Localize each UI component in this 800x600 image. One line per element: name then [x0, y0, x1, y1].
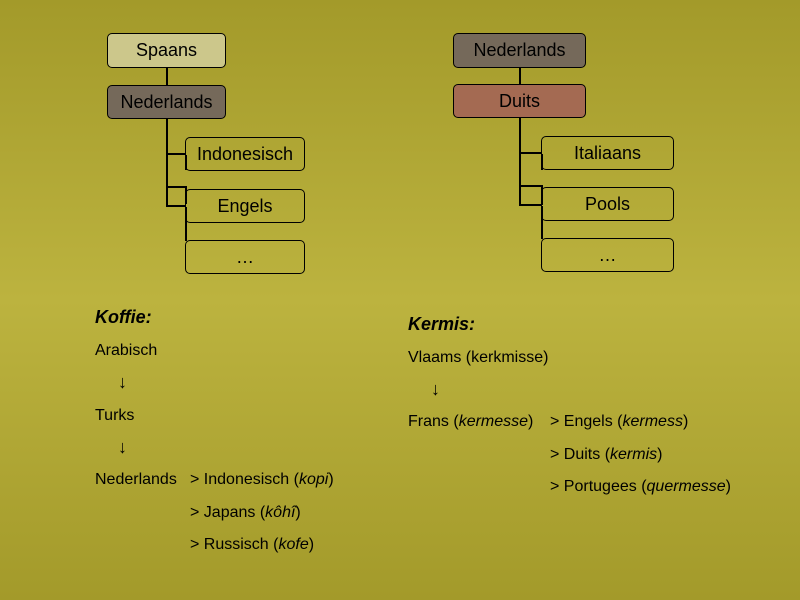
connector: [166, 68, 168, 86]
koffie-step-arabisch: Arabisch: [95, 342, 158, 359]
paren: (: [273, 536, 279, 553]
connector: [541, 206, 543, 239]
paren: (: [617, 413, 623, 430]
down-arrow-icon: ↓: [118, 437, 127, 457]
paren: ): [328, 471, 334, 488]
word: kermis: [610, 446, 658, 463]
word: kôhî: [265, 504, 296, 521]
tree-child-box: Italiaans: [541, 136, 674, 170]
kermis-heading: Kermis:: [408, 314, 476, 334]
kermis-step-frans: Frans (kermesse): [408, 413, 533, 431]
lang: Russisch: [203, 536, 269, 553]
lang: Japans: [203, 504, 256, 521]
connector: [519, 118, 521, 206]
lang: Duits: [563, 446, 601, 463]
word: kopi: [298, 471, 329, 488]
tree-child-box: …: [185, 240, 305, 274]
tree-child-box: Pools: [541, 187, 674, 221]
tree-root-box: Spaans: [107, 33, 226, 68]
down-arrow-icon: ↓: [118, 372, 127, 392]
koffie-step-turks: Turks: [95, 407, 135, 424]
connector: [166, 119, 168, 207]
tree-node-box: Nederlands: [107, 85, 226, 119]
connector: [185, 186, 187, 204]
tree-child-box: …: [541, 238, 674, 272]
connector: [519, 204, 541, 206]
connector: [166, 186, 186, 188]
paren: ): [682, 413, 689, 430]
sep: >: [550, 413, 560, 430]
kermis-target: > Portugees (quermesse): [550, 478, 731, 496]
connector: [541, 154, 543, 170]
koffie-heading: Koffie:: [95, 307, 152, 327]
koffie-target: > Russisch (kofe): [190, 536, 314, 554]
kermis-target: > Duits (kermis): [550, 446, 662, 464]
sep: >: [190, 504, 200, 521]
paren: (: [259, 504, 266, 521]
koffie-step-nederlands: Nederlands: [95, 471, 177, 488]
kermis-target: > Engels (kermess): [550, 413, 688, 431]
sep: >: [190, 536, 200, 553]
connector: [541, 185, 543, 205]
word: kermess: [622, 413, 683, 430]
tree-node-box: Duits: [453, 84, 586, 118]
connector: [519, 68, 521, 86]
connector: [519, 185, 541, 187]
connector: [519, 152, 541, 154]
paren: (: [453, 413, 459, 430]
lang: Engels: [563, 413, 613, 430]
paren: (: [293, 471, 299, 488]
connector: [185, 207, 187, 241]
tree-root-box: Nederlands: [453, 33, 586, 68]
paren: ): [295, 504, 301, 521]
lang: Indonesisch: [203, 471, 290, 488]
word: kermesse: [458, 413, 529, 430]
sep: >: [190, 471, 200, 488]
lang: Frans: [408, 413, 449, 430]
tree-child-box: Indonesisch: [185, 137, 305, 171]
paren: ): [308, 536, 315, 553]
word: kofe: [278, 536, 309, 553]
paren: (: [604, 446, 611, 463]
paren: ): [657, 446, 663, 463]
connector: [166, 205, 186, 207]
kermis-step-vlaams: Vlaams (kerkmisse): [408, 349, 549, 366]
tree-child-box: Engels: [185, 189, 305, 223]
down-arrow-icon: ↓: [431, 379, 440, 399]
koffie-target: > Indonesisch (kopi): [190, 471, 334, 489]
connector: [185, 155, 187, 170]
word: quermesse: [646, 478, 726, 495]
connector: [166, 153, 186, 155]
lang: Portugees: [563, 478, 637, 495]
sep: >: [550, 478, 560, 495]
paren: (: [641, 478, 647, 495]
paren: ): [725, 478, 731, 495]
paren: ): [528, 413, 534, 430]
sep: >: [550, 446, 560, 463]
koffie-target: > Japans (kôhî): [190, 504, 301, 522]
